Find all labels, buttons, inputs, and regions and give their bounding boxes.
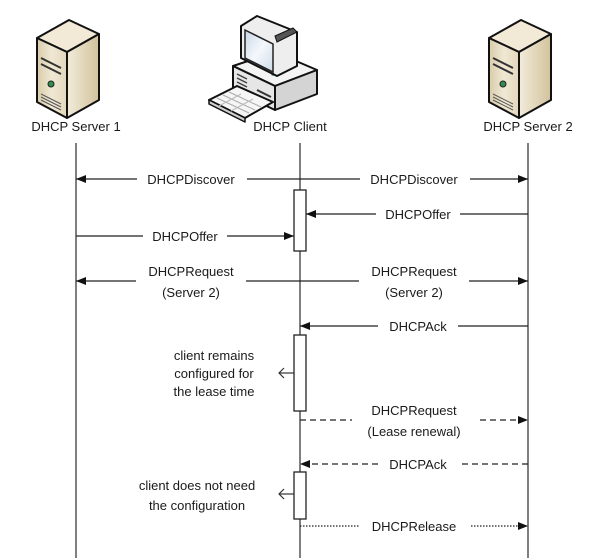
message-dhcpoffer-from-server-1: DHCPOffer (76, 228, 294, 244)
actor-label-server-2: DHCP Server 2 (483, 119, 572, 134)
message-label: DHCPAck (389, 319, 447, 334)
server-2-icon (488, 19, 552, 119)
note-line: client remains (174, 348, 255, 363)
message-dhcprequest-to-server-1: DHCPRequest (Server 2) (76, 262, 300, 300)
message-sublabel: (Lease renewal) (367, 424, 460, 439)
message-label: DHCPRequest (148, 264, 234, 279)
message-label: DHCPRequest (371, 264, 457, 279)
message-dhcpack: DHCPAck (300, 318, 528, 334)
note-line: the configuration (149, 498, 245, 513)
message-label: DHCPDiscover (147, 172, 235, 187)
activation-bar (293, 189, 307, 252)
message-dhcpdiscover-to-server-1: DHCPDiscover (76, 171, 300, 187)
server-1-icon (36, 19, 100, 119)
message-dhcpdiscover-to-server-2: DHCPDiscover (300, 171, 528, 187)
note-line: configured for (174, 366, 254, 381)
message-label: DHCPAck (389, 457, 447, 472)
note-no-configuration: client does not need the configuration (139, 478, 294, 513)
message-label: DHCPOffer (385, 207, 451, 222)
message-dhcprequest-to-server-2: DHCPRequest (Server 2) (300, 262, 528, 300)
activation-bar (293, 471, 307, 520)
message-dhcpack-dashed: DHCPAck (300, 456, 528, 472)
note-line: the lease time (174, 384, 255, 399)
message-label: DHCPRelease (372, 519, 457, 534)
actor-label-server-1: DHCP Server 1 (31, 119, 120, 134)
message-dhcpoffer-from-server-2: DHCPOffer (306, 206, 528, 222)
message-dhcprequest-lease-renewal: DHCPRequest (Lease renewal) (300, 401, 528, 439)
message-label: DHCPOffer (152, 229, 218, 244)
open-arrow-left-icon (278, 488, 294, 500)
activation-bar (293, 334, 307, 412)
note-lease-time: client remains configured for the lease … (174, 348, 294, 399)
note-line: client does not need (139, 478, 255, 493)
actor-label-client: DHCP Client (253, 119, 327, 134)
message-sublabel: (Server 2) (162, 285, 220, 300)
open-arrow-left-icon (278, 367, 294, 379)
message-label: DHCPRequest (371, 403, 457, 418)
desktop-computer-icon (208, 15, 318, 123)
message-sublabel: (Server 2) (385, 285, 443, 300)
message-label: DHCPDiscover (370, 172, 458, 187)
message-dhcprelease: DHCPRelease (300, 518, 528, 534)
